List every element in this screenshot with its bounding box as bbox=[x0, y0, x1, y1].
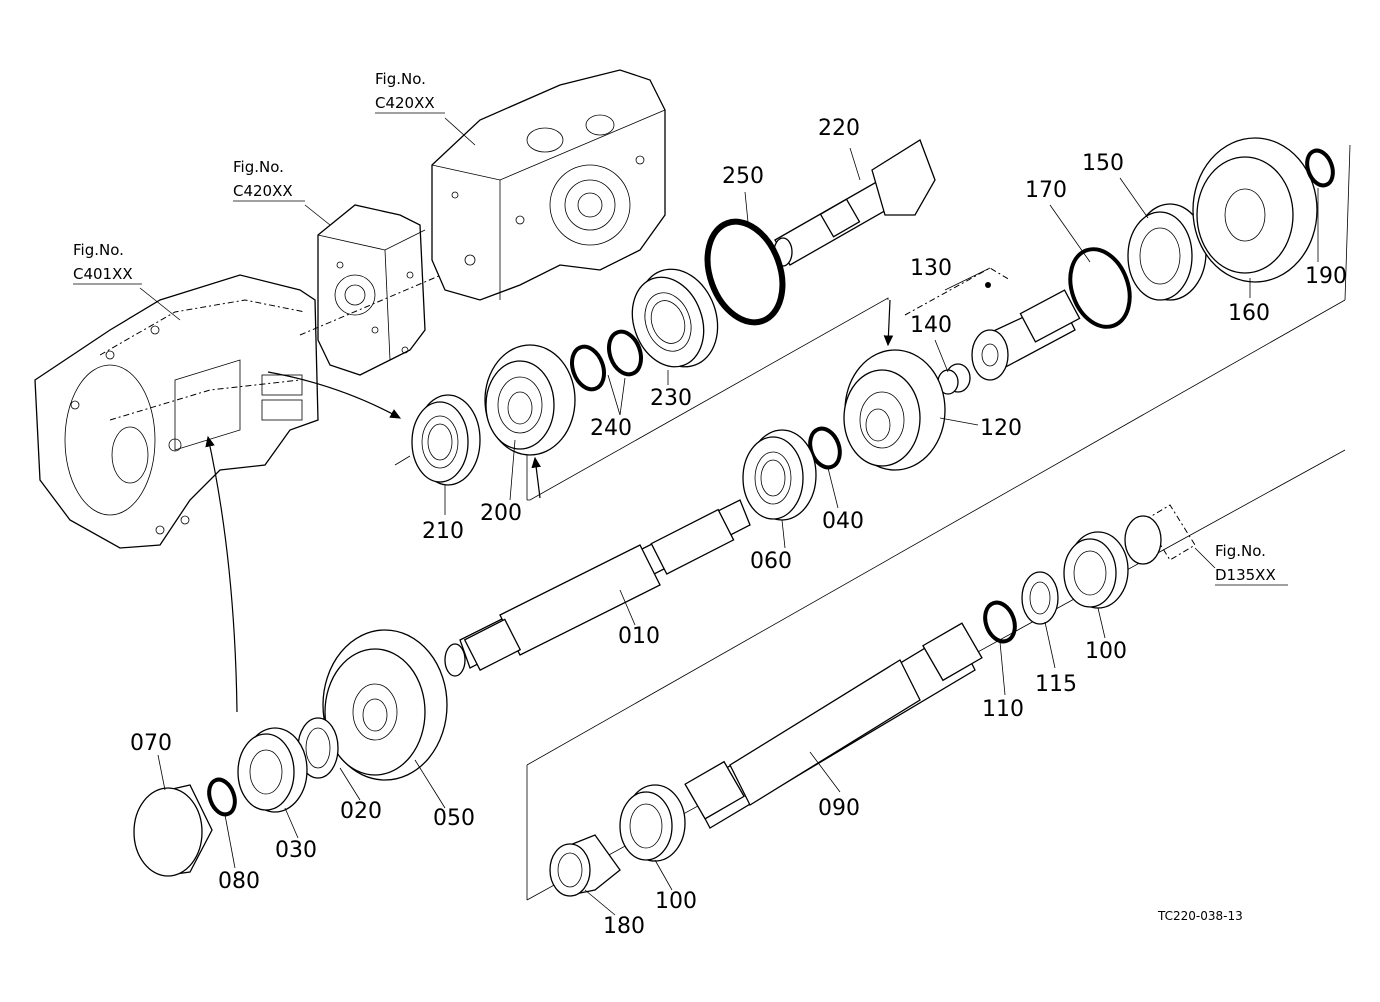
main-shaft-010 bbox=[444, 499, 751, 677]
part-label-080: 080 bbox=[218, 869, 260, 894]
part-label-170: 170 bbox=[1025, 178, 1067, 203]
figure-ref-c420-top[interactable]: Fig.No. C420XX bbox=[375, 70, 445, 114]
part-label-180: 180 bbox=[603, 914, 645, 939]
part-label-050: 050 bbox=[433, 806, 475, 831]
part-label-040: 040 bbox=[822, 509, 864, 534]
figure-ref-code: D135XX bbox=[1215, 566, 1276, 584]
figure-ref-c420-middle[interactable]: Fig.No. C420XX bbox=[233, 158, 305, 202]
figure-ref-code: C401XX bbox=[73, 265, 133, 283]
gear-200 bbox=[484, 344, 576, 456]
needle-bearing-180 bbox=[549, 834, 621, 897]
part-label-140: 140 bbox=[910, 313, 952, 338]
gear-050 bbox=[322, 629, 448, 781]
part-labels: 220 250 150 170 130 190 160 140 230 240 … bbox=[130, 116, 1347, 939]
cap-070 bbox=[133, 784, 213, 877]
bearing-230 bbox=[631, 268, 719, 368]
part-label-010: 010 bbox=[618, 624, 660, 649]
part-label-200: 200 bbox=[480, 501, 522, 526]
part-label-240: 240 bbox=[590, 416, 632, 441]
figure-ref-prefix: Fig.No. bbox=[375, 70, 426, 88]
figure-ref-code: C420XX bbox=[375, 94, 435, 112]
bearing-210 bbox=[411, 394, 481, 486]
part-label-100-upper: 100 bbox=[1085, 639, 1127, 664]
part-label-100-lower: 100 bbox=[655, 889, 697, 914]
part-label-190: 190 bbox=[1305, 264, 1347, 289]
part-label-160: 160 bbox=[1228, 301, 1270, 326]
sleeve-130 bbox=[971, 289, 1081, 381]
figure-ref-code: C420XX bbox=[233, 182, 293, 200]
part-label-030: 030 bbox=[275, 838, 317, 863]
part-label-150: 150 bbox=[1082, 151, 1124, 176]
bearing-100-upper bbox=[1063, 531, 1129, 609]
part-label-020: 020 bbox=[340, 799, 382, 824]
snap-ring-190 bbox=[1305, 148, 1335, 188]
bearing-100-lower bbox=[619, 784, 686, 862]
bearing-060 bbox=[742, 429, 817, 521]
part-label-060: 060 bbox=[750, 549, 792, 574]
part-label-250: 250 bbox=[722, 164, 764, 189]
figure-ref-prefix: Fig.No. bbox=[1215, 542, 1266, 560]
figure-ref-prefix: Fig.No. bbox=[233, 158, 284, 176]
washer-020 bbox=[297, 717, 339, 779]
part-label-090: 090 bbox=[818, 796, 860, 821]
snap-ring-170 bbox=[1068, 247, 1132, 329]
gear-120 bbox=[843, 349, 946, 471]
part-label-120: 120 bbox=[980, 416, 1022, 441]
bearing-030 bbox=[237, 727, 308, 813]
figure-ref-prefix: Fig.No. bbox=[73, 241, 124, 259]
countershaft-090 bbox=[684, 622, 983, 829]
part-label-130: 130 bbox=[910, 256, 952, 281]
transmission-case-rear bbox=[431, 69, 666, 301]
snap-ring-080 bbox=[207, 777, 237, 817]
part-label-230: 230 bbox=[650, 386, 692, 411]
snap-ring-110 bbox=[983, 600, 1017, 644]
washer-115 bbox=[1021, 571, 1059, 625]
snap-rings-240 bbox=[570, 329, 643, 392]
part-label-115: 115 bbox=[1035, 672, 1077, 697]
shaft-220 bbox=[773, 139, 936, 267]
bearing-150 bbox=[1127, 203, 1207, 301]
gear-160 bbox=[1192, 137, 1318, 283]
leader-lines bbox=[157, 147, 1319, 916]
needle-bearing-d135 bbox=[1124, 504, 1196, 565]
part-label-210: 210 bbox=[422, 519, 464, 544]
part-label-070: 070 bbox=[130, 731, 172, 756]
figure-ref-d135[interactable]: Fig.No. D135XX bbox=[1215, 542, 1288, 586]
drawing-code: TC220-038-13 bbox=[1157, 909, 1243, 923]
transmission-case-front bbox=[34, 274, 319, 549]
part-label-220: 220 bbox=[818, 116, 860, 141]
transmission-case-middle bbox=[299, 204, 501, 376]
figure-ref-c401[interactable]: Fig.No. C401XX bbox=[73, 241, 142, 285]
part-label-110: 110 bbox=[982, 697, 1024, 722]
